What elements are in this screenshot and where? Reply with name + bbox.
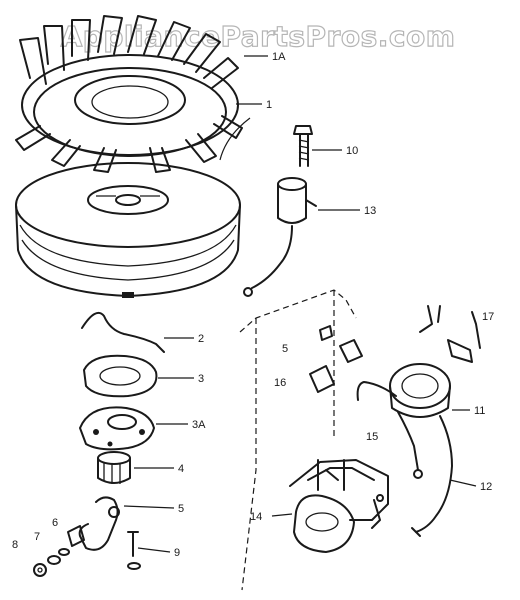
terminal-parts <box>309 325 363 393</box>
callout-labels: 1A 1 2 3 3A 4 5 6 7 8 9 10 13 5 16 11 15… <box>12 51 494 559</box>
callout-8: 8 <box>12 539 18 551</box>
callout-11: 11 <box>474 405 485 417</box>
callout-12: 12 <box>480 481 492 493</box>
callout-10: 10 <box>346 145 358 157</box>
callout-4: 4 <box>178 463 184 475</box>
condenser <box>243 177 317 297</box>
mounting-plate <box>79 406 155 451</box>
callout-13: 13 <box>364 205 376 217</box>
leader-lines <box>123 55 477 553</box>
callout-5: 5 <box>178 503 184 515</box>
points-lever <box>67 496 120 551</box>
flywheel-fan <box>15 15 243 173</box>
breaker-outline <box>239 289 357 591</box>
callout-9: 9 <box>174 547 180 559</box>
callout-3a: 3A <box>192 419 206 431</box>
breaker-base <box>289 459 389 553</box>
ignition-coil <box>356 363 451 479</box>
clips-17 <box>419 305 481 363</box>
flywheel <box>15 162 241 298</box>
gasket <box>83 354 158 398</box>
spring-clip <box>81 312 165 353</box>
callout-1a: 1A <box>272 51 286 63</box>
callout-3: 3 <box>198 373 204 385</box>
callout-6: 6 <box>52 517 58 529</box>
callout-2: 2 <box>198 333 204 345</box>
washer-nut-group <box>33 548 70 577</box>
callout-5b: 5 <box>282 343 288 355</box>
screws-9 <box>127 531 141 570</box>
callout-7: 7 <box>34 531 40 543</box>
watermark-text: AppliancePartsPros.com <box>61 20 456 53</box>
screw-10 <box>293 125 313 167</box>
callout-16: 16 <box>274 377 286 389</box>
callout-14: 14 <box>250 511 262 523</box>
callout-15: 15 <box>366 431 378 443</box>
lead-wire <box>411 415 453 537</box>
callout-17: 17 <box>482 311 494 323</box>
bushing <box>97 451 131 484</box>
callout-1: 1 <box>266 99 272 111</box>
